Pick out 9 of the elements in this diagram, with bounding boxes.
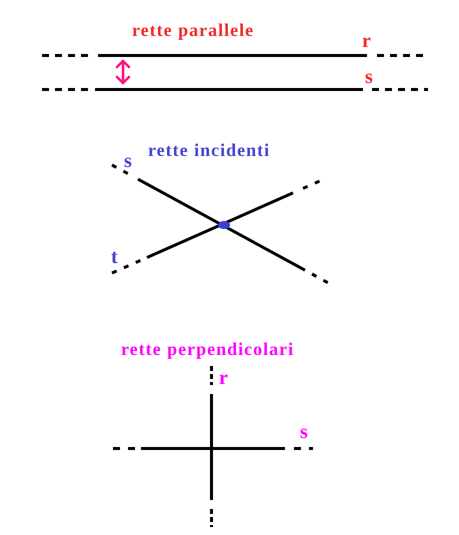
- section-heading: rette incidenti: [148, 141, 270, 159]
- line-label: s: [124, 151, 132, 171]
- line-label: t: [111, 247, 118, 267]
- line-label: s: [365, 67, 373, 87]
- line-label: r: [219, 368, 228, 388]
- line-label: r: [362, 31, 371, 51]
- line-label: s: [300, 422, 308, 442]
- section-heading: rette parallele: [132, 21, 254, 39]
- section-heading: rette perpendicolari: [121, 340, 294, 358]
